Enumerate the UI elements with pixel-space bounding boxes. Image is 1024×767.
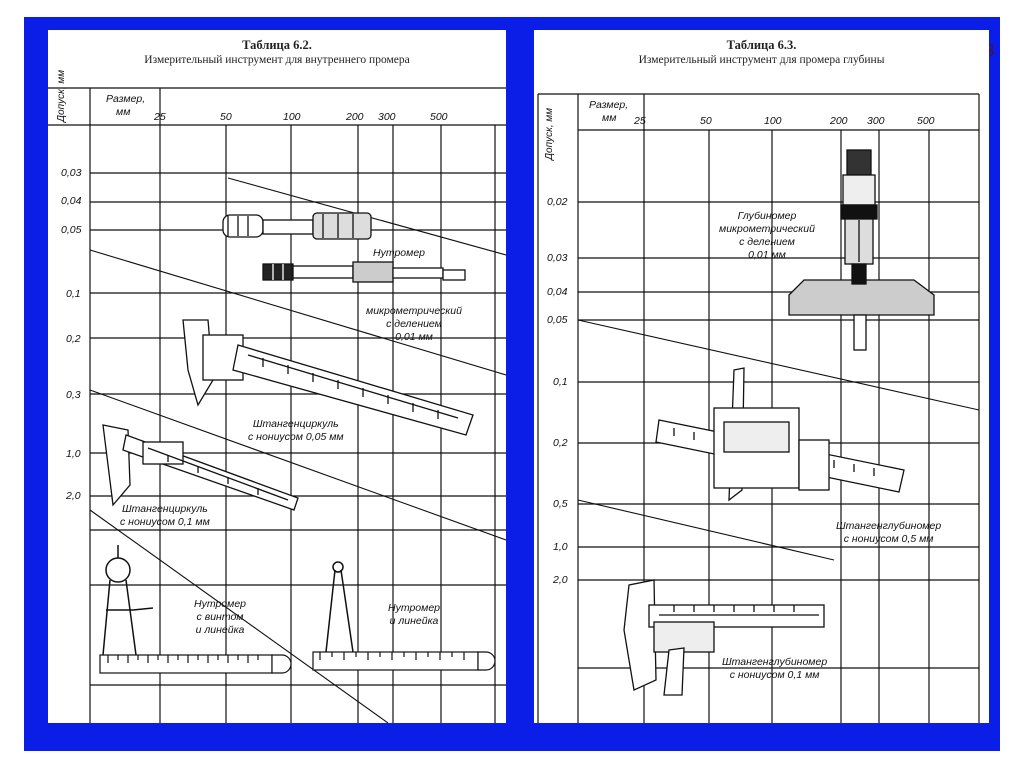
x-tick: 200: [346, 111, 364, 123]
table-6-3-page: Таблица 6.3. Измерительный инструмент дл…: [534, 30, 989, 723]
x-tick: 100: [764, 115, 782, 127]
y-tick: 0,02: [547, 196, 568, 208]
x-axis-title-line2: мм: [116, 106, 131, 118]
caption-depth-caliper-05: Штангенглубиномер с нониусом 0,5 мм: [836, 520, 942, 546]
y-tick: 0,04: [61, 195, 82, 207]
y-tick: 0,2: [66, 333, 81, 345]
depth-micrometer-drawing: [788, 149, 935, 351]
y-axis-title: Допуск, мм: [544, 107, 555, 160]
x-tick: 50: [220, 111, 232, 123]
y-tick: 1,0: [66, 448, 81, 460]
x-axis-title-line2: мм: [602, 112, 617, 124]
table-subtitle: Измерительный инструмент для промера глу…: [638, 54, 885, 66]
y-tick: 0,1: [553, 376, 568, 388]
depth-caliper-05-drawing: [655, 367, 905, 502]
caliper-005-drawing: [182, 319, 474, 436]
table-title: Таблица 6.2.: [242, 38, 312, 52]
caption-nutromer-screw: Нутромер с винтом и линейка: [194, 598, 247, 637]
ruler-right-drawing: [312, 651, 496, 671]
x-axis-title-line1: Размер,: [589, 99, 629, 111]
ruler-left-drawing: [99, 654, 292, 674]
x-tick: 500: [917, 115, 935, 127]
table-title: Таблица 6.3.: [726, 38, 797, 52]
caption-depth-micrometric: Глубиномер микрометрический с делением 0…: [719, 210, 815, 262]
caption-nutromer: Нутромер: [373, 247, 426, 259]
caption-micrometric: микрометрический с делением 0,01 мм: [366, 305, 462, 344]
x-tick: 200: [830, 115, 848, 127]
y-tick: 0,03: [61, 167, 82, 179]
micrometric-nutromer-drawing: [262, 261, 466, 283]
y-tick: 0,2: [553, 437, 568, 449]
x-axis-title-line1: Размер,: [106, 93, 146, 105]
caption-caliper-005: Штангенциркуль с нониусом 0,05 мм: [248, 418, 344, 444]
y-tick: 0,03: [547, 252, 568, 264]
x-tick: 300: [867, 115, 885, 127]
x-tick: 50: [700, 115, 712, 127]
y-tick: 1,0: [553, 541, 568, 553]
nutromer-screw-drawing: [102, 545, 154, 656]
caliper-01-drawing: [102, 424, 299, 511]
x-tick: 300: [378, 111, 396, 123]
chart-grid: [537, 93, 980, 723]
y-tick: 0,05: [547, 314, 568, 326]
y-tick: 0,04: [547, 286, 568, 298]
y-tick: 0,05: [61, 224, 82, 236]
y-tick: 0,1: [66, 288, 81, 300]
nutromer-drawing: [222, 212, 372, 240]
y-tick: 0,3: [66, 389, 81, 401]
x-tick: 500: [430, 111, 448, 123]
depth-caliper-01-drawing: [623, 579, 825, 696]
table-subtitle: Измерительный инструмент для внутреннего…: [144, 54, 410, 66]
y-tick: 2,0: [66, 490, 81, 502]
chart-grid: [48, 87, 506, 723]
caption-nutromer-ruler: Нутромер и линейка: [388, 602, 441, 628]
x-tick: 100: [283, 111, 301, 123]
y-axis-title: Допуск, мм: [56, 69, 67, 122]
caption-caliper-01: Штангенциркуль с нониусом 0,1 мм: [120, 503, 210, 529]
nutromer-ruler-drawing: [325, 561, 354, 653]
y-tick: 2,0: [553, 574, 568, 586]
caption-depth-caliper-01: Штангенглубиномер с нониусом 0,1 мм: [722, 656, 828, 682]
y-tick: 0,5: [553, 498, 568, 510]
table-6-2-page: Таблица 6.2. Измерительный инструмент дл…: [48, 30, 506, 723]
x-tick: 25: [154, 111, 166, 123]
x-tick: 25: [634, 115, 646, 127]
